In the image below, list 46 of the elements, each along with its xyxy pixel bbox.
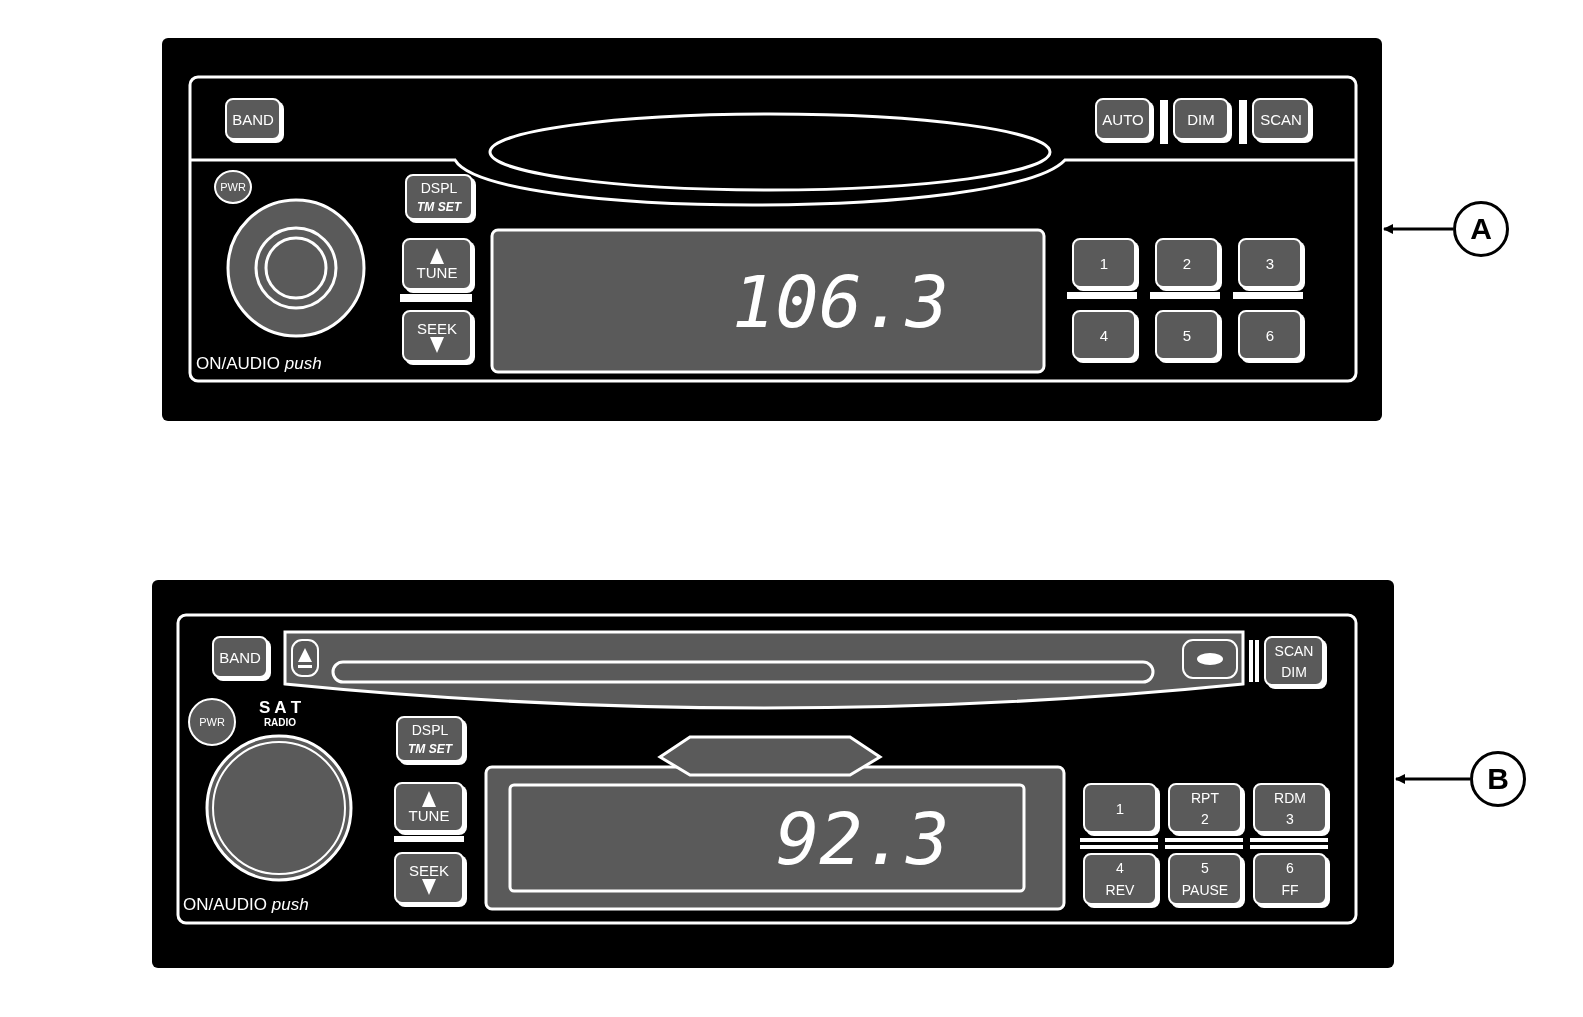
button-label: DSPL — [419, 178, 459, 197]
sat-label: S A T — [257, 698, 303, 718]
callout-letter: B — [1470, 751, 1526, 807]
band-button: BAND — [225, 98, 281, 140]
dim-button: DIM — [1173, 98, 1229, 140]
button-sublabel: TM SET — [416, 198, 463, 216]
preset-button: 6 — [1238, 310, 1302, 360]
power-button: PWR — [188, 698, 236, 746]
knob-label: ON/AUDIO push — [196, 354, 322, 375]
preset-button: 4 — [1072, 310, 1136, 360]
preset-button: 2 — [1155, 238, 1219, 288]
button-sublabel: FF — [1280, 881, 1300, 900]
button-sublabel: PAUSE — [1180, 881, 1230, 900]
button-label: 4 — [1115, 859, 1125, 878]
button-label: 5 — [1200, 859, 1210, 878]
button-label: RPT — [1190, 788, 1220, 808]
button-label: RDM — [1273, 788, 1307, 808]
preset-button: 5 — [1155, 310, 1219, 360]
button-sublabel: REV — [1104, 881, 1136, 900]
seek-button: SEEK — [402, 310, 472, 362]
callout-letter: A — [1453, 201, 1509, 257]
button-label: 6 — [1285, 859, 1295, 878]
button-sublabel: 2 — [1200, 809, 1210, 829]
frequency-readout: 106.3 — [732, 260, 950, 340]
frequency-readout: 92.3 — [776, 797, 951, 877]
power-button: PWR — [214, 170, 252, 204]
button-sublabel: TM SET — [407, 740, 454, 758]
button-sublabel: 3 — [1285, 809, 1295, 829]
leader-arrow — [1383, 224, 1453, 234]
radio-faceplate — [162, 38, 1382, 421]
auto-button: AUTO — [1095, 98, 1151, 140]
leader-arrow — [1395, 774, 1470, 784]
preset-button: 3 — [1238, 238, 1302, 288]
tune-button: TUNE — [402, 238, 472, 290]
radio-label: RADIO — [262, 717, 298, 729]
button-label: DSPL — [410, 720, 450, 739]
knob-label: ON/AUDIO push — [183, 895, 309, 916]
scan-button: SCAN — [1252, 98, 1310, 140]
seek-button: SEEK — [394, 852, 464, 904]
radio-faceplate — [152, 580, 1394, 968]
button-label: SCAN — [1273, 641, 1315, 661]
preset-button: 1 — [1072, 238, 1136, 288]
button-sublabel: DIM — [1280, 662, 1308, 682]
band-button: BAND — [212, 636, 268, 678]
preset-button: 1 — [1083, 783, 1157, 833]
tune-button: TUNE — [394, 782, 464, 832]
